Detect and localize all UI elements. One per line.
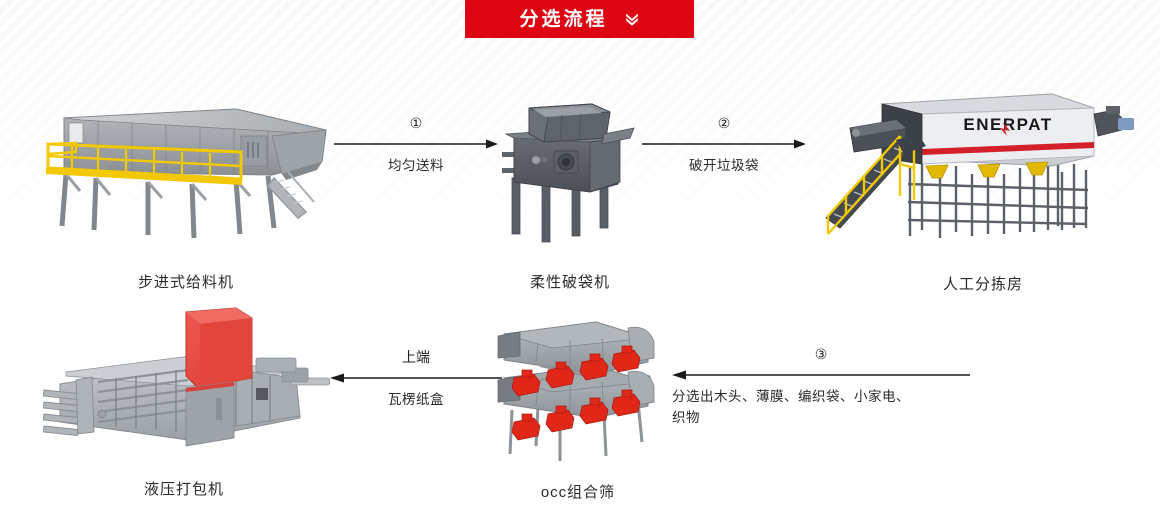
- connector-3: ③ 分选出木头、薄膜、编织袋、小家电、 织物: [672, 347, 970, 429]
- node-label-sorting-cabin: 人工分拣房: [942, 276, 1023, 293]
- section-banner: 分选流程: [465, 0, 694, 38]
- node-label-hydraulic-baler: 液压打包机: [143, 481, 224, 498]
- flexible-bag-opener-image: [484, 96, 656, 251]
- node-label-step-feeder: 步进式给料机: [137, 274, 234, 291]
- arrow-right-icon: [642, 139, 806, 149]
- connector-1-number: ①: [409, 115, 423, 131]
- page-title: 分选流程: [519, 8, 608, 30]
- occ-combined-screen-image: [478, 306, 678, 469]
- connector-4-caption: 瓦楞纸盒: [388, 392, 444, 407]
- connector-2: ② 破开垃圾袋: [642, 116, 806, 177]
- manual-sorting-cabin-image: ENERPAT: [822, 86, 1144, 253]
- connector-4: 上端 瓦楞纸盒: [330, 350, 502, 411]
- connector-2-number: ②: [717, 115, 731, 131]
- handrail: [46, 141, 243, 185]
- red-motor-units: [511, 345, 641, 441]
- node-label-occ-screen: occ组合筛: [540, 484, 616, 501]
- node-occ-screen: occ组合筛: [478, 306, 678, 502]
- double-chevron-down-icon: [624, 11, 640, 27]
- node-step-feeder: 步进式给料机: [36, 96, 336, 292]
- connector-1: ① 均匀送料: [334, 116, 498, 177]
- node-label-bag-opener: 柔性破袋机: [529, 274, 610, 291]
- arrow-left-icon: [330, 373, 502, 383]
- node-bag-opener: 柔性破袋机: [484, 96, 656, 292]
- hydraulic-baler-image: [38, 306, 331, 466]
- connector-2-caption: 破开垃圾袋: [689, 158, 759, 173]
- connector-3-number: ③: [814, 346, 828, 362]
- arrow-left-icon: [672, 370, 970, 380]
- arrow-right-icon: [334, 139, 498, 149]
- node-manual-sorting-cabin: ENERPAT: [822, 86, 1144, 294]
- connector-4-label: 上端: [402, 349, 430, 365]
- connector-3-caption-line2: 织物: [672, 409, 700, 425]
- node-hydraulic-baler: 液压打包机: [38, 306, 331, 499]
- connector-3-caption-line1: 分选出木头、薄膜、编织袋、小家电、: [672, 389, 910, 404]
- brand-text-enerpat: ENERPAT: [963, 115, 1052, 134]
- step-feeder-machine-image: [36, 96, 336, 249]
- connector-1-caption: 均匀送料: [388, 158, 444, 173]
